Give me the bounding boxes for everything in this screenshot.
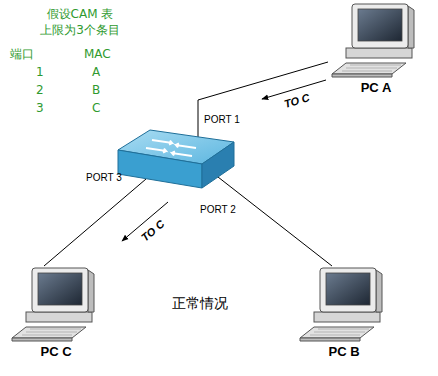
table-cell: 3 [36,100,44,116]
flow-label: TO C [139,218,167,245]
table-cell: C [92,100,100,116]
computer-icon [296,266,392,344]
flow-label: TO C [283,91,312,111]
computer-icon [328,2,424,80]
port-label: PORT 3 [86,172,122,184]
switch-icon [116,128,236,192]
network-cable [198,62,328,137]
port-label: PORT 2 [200,204,236,216]
computer-label: PC A [328,80,424,96]
computer-label: PC C [8,344,104,360]
network-cable [44,179,146,266]
table-cell: A [92,64,100,80]
table-header: MAC [84,46,111,62]
computer-node: PC A [328,2,424,96]
table-cell: 2 [36,82,44,98]
computer-icon [8,266,104,344]
table-header: 端口 [10,46,34,62]
computer-node: PC C [8,266,104,360]
caption: 正常情况 [172,294,228,312]
note-text: 假设CAM 表 上限为3个条目 [35,6,125,38]
table-cell: 1 [36,64,44,80]
network-cable [218,177,332,266]
table-cell: B [92,82,100,98]
computer-node: PC B [296,266,392,360]
computer-label: PC B [296,344,392,360]
switch-node [116,128,236,192]
port-label: PORT 1 [204,114,240,126]
